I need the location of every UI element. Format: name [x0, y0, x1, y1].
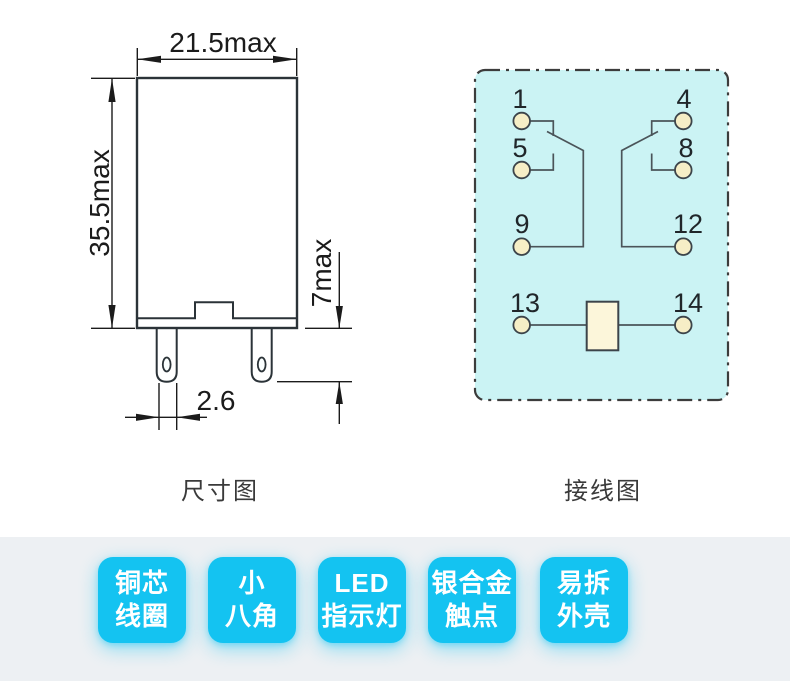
- wiring-diagram: 1 5 9 13 4 8 12 14: [473, 68, 730, 402]
- relay-base-step-line: [138, 301, 296, 320]
- feature-badge-line: 银合金: [431, 568, 513, 598]
- terminal-circles: [512, 111, 693, 335]
- feature-badge-silver-alloy-contacts: 银合金 触点: [428, 557, 516, 643]
- terminal-14-label: 14: [673, 288, 703, 318]
- feature-badge-line: LED: [334, 568, 390, 598]
- terminal-9: [512, 237, 531, 256]
- feature-badge-copper-coil: 铜芯 线圈: [98, 557, 186, 643]
- terminal-1-label: 1: [512, 84, 527, 114]
- relay-body: [135, 76, 299, 330]
- width-dimension: 21.5max: [136, 27, 298, 76]
- terminal-1: [512, 111, 531, 131]
- pin-slot-hole: [161, 356, 172, 373]
- dimension-diagram: 21.5max 35.5max 7max 2.6: [84, 27, 352, 430]
- terminal-8: [674, 160, 693, 180]
- coil-symbol: [585, 300, 620, 352]
- feature-badge-small-octal: 小 八角: [208, 557, 296, 643]
- wiring-diagram-border: [473, 68, 730, 402]
- height-dimension-label: 35.5max: [84, 149, 115, 256]
- terminal-5: [512, 160, 531, 180]
- pole-a-wires: [530, 120, 585, 248]
- feature-badge-line: 八角: [224, 601, 279, 631]
- relay-pin-left: [155, 328, 178, 383]
- relay-pin-right: [250, 328, 273, 383]
- pin-width-dimension-label: 2.6: [197, 385, 236, 416]
- terminal-4: [674, 111, 693, 131]
- width-dimension-label: 21.5max: [169, 27, 276, 58]
- terminal-13: [512, 315, 531, 335]
- terminal-9-label: 9: [514, 209, 529, 239]
- terminal-12-label: 12: [673, 209, 703, 239]
- coil-circuit: [530, 300, 676, 352]
- terminal-5-label: 5: [512, 133, 527, 163]
- feature-badge-line: 易拆: [556, 568, 611, 598]
- terminal-12: [674, 237, 693, 256]
- terminal-8-label: 8: [678, 133, 693, 163]
- feature-badge-led-indicator: LED 指示灯: [318, 557, 406, 643]
- pin-length-dimension-label: 7max: [306, 239, 337, 307]
- feature-badge-line: 小: [238, 568, 266, 598]
- pole-b-wires: [620, 120, 676, 248]
- diagrams-canvas: 21.5max 35.5max 7max 2.6: [84, 27, 730, 505]
- feature-badge-line: 铜芯: [114, 568, 169, 598]
- terminal-14: [674, 315, 693, 335]
- feature-badge-line: 外壳: [556, 601, 611, 631]
- pin-slot-hole: [256, 356, 267, 373]
- wiring-diagram-caption: 接线图: [564, 478, 642, 505]
- pin-length-dimension: 7max: [277, 239, 352, 424]
- pin-width-dimension: 2.6: [125, 383, 235, 430]
- terminal-labels: 1 5 9 13 4 8 12 14: [510, 84, 703, 318]
- feature-badge-line: 触点: [444, 601, 499, 631]
- feature-badge-line: 线圈: [114, 601, 169, 631]
- feature-badge-removable-shell: 易拆 外壳: [540, 557, 628, 643]
- dimension-diagram-caption: 尺寸图: [181, 478, 259, 505]
- terminal-13-label: 13: [510, 288, 540, 318]
- terminal-4-label: 4: [676, 84, 691, 114]
- height-dimension: 35.5max: [84, 77, 135, 329]
- feature-bar: 铜芯 线圈 小 八角 LED 指示灯 银合金 触点 易拆 外壳: [0, 537, 790, 681]
- feature-badge-line: 指示灯: [321, 601, 403, 631]
